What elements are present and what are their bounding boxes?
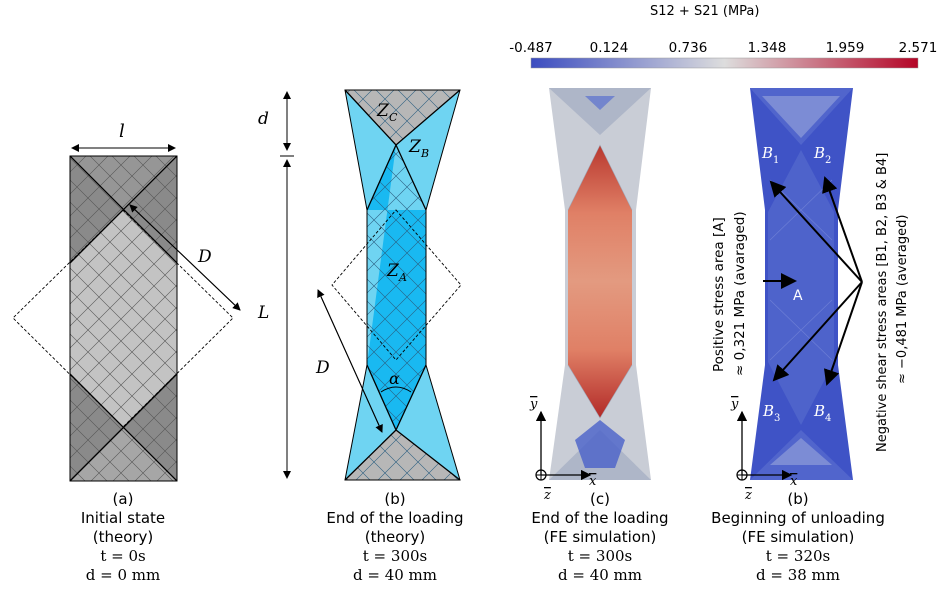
label-B4: B — [813, 402, 825, 420]
label-L: L — [257, 303, 269, 323]
label-B3-sub: 3 — [774, 413, 780, 424]
label-B4-sub: 4 — [825, 413, 831, 424]
axis-x-c: x — [589, 474, 597, 489]
caption-time: t = 0s — [100, 547, 146, 565]
label-ZC-sub: C — [389, 111, 398, 124]
axis-z-d: z — [744, 488, 752, 503]
label-ZA: Z — [386, 261, 400, 281]
annotation-arrows — [763, 176, 863, 386]
label-D-a: D — [197, 247, 212, 267]
colorbar-tick: -0.487 — [509, 40, 553, 56]
caption-displacement: d = 0 mm — [85, 566, 161, 584]
colorbar-tick: 1.348 — [747, 40, 787, 56]
caption-time: t = 320s — [765, 547, 831, 565]
label-l: l — [119, 121, 125, 142]
caption-line: Initial state — [80, 509, 166, 527]
panel-b-diagram — [280, 89, 462, 481]
axes-triad-d — [736, 410, 793, 481]
caption-letter: (a) — [112, 490, 134, 508]
label-B2-sub: 2 — [825, 155, 831, 166]
caption-b: (b) End of the loading (theory) t = 300s… — [315, 490, 475, 585]
caption-time: t = 300s — [567, 547, 633, 565]
caption-line: Beginning of unloading — [711, 509, 885, 527]
caption-time: t = 300s — [362, 547, 428, 565]
caption-letter: (b) — [384, 490, 406, 508]
positive-annotation-line1: Positive stress area [A] — [711, 217, 727, 372]
caption-letter: (c) — [590, 490, 610, 508]
label-d: d — [258, 109, 269, 129]
colorbar-tick: 2.571 — [898, 40, 938, 56]
caption-line: (FE simulation) — [543, 528, 657, 546]
caption-letter: (b) — [787, 490, 809, 508]
label-alpha: α — [389, 369, 400, 388]
panel-a-diagram — [12, 144, 241, 482]
caption-displacement: d = 40 mm — [352, 566, 437, 584]
label-B1-sub: 1 — [773, 155, 779, 166]
positive-annotation-line2: ≈ 0,321 MPa (avaraged) — [732, 211, 748, 376]
label-A: A — [793, 288, 803, 304]
label-D-b: D — [315, 358, 330, 378]
axes-triad-c — [535, 410, 592, 481]
colorbar — [530, 57, 919, 69]
caption-displacement: d = 40 mm — [557, 566, 642, 584]
negative-annotation-line1: Negative shear stress areas [B1, B2, B3 … — [875, 153, 890, 452]
colorbar-tick: 0.124 — [589, 40, 629, 56]
caption-line: End of the loading — [326, 509, 464, 527]
label-ZB: Z — [408, 137, 422, 157]
caption-d: (b) Beginning of unloading (FE simulatio… — [703, 490, 893, 585]
label-ZC: Z — [376, 101, 390, 121]
caption-line: (theory) — [364, 528, 426, 546]
panel-c-simulation — [549, 88, 651, 480]
colorbar-tick: 1.959 — [825, 40, 865, 56]
axis-z-c: z — [543, 488, 551, 503]
colorbar-title: S12 + S21 (MPa) — [650, 4, 760, 19]
axis-x-d: x — [790, 474, 798, 489]
negative-annotation-line2: ≈ −0,481 MPa (averaged) — [895, 215, 910, 384]
caption-c: (c) End of the loading (FE simulation) t… — [520, 490, 680, 585]
caption-line: End of the loading — [531, 509, 669, 527]
label-ZA-sub: A — [398, 271, 407, 284]
caption-line: (FE simulation) — [741, 528, 855, 546]
caption-displacement: d = 38 mm — [755, 566, 840, 584]
colorbar-tick: 0.736 — [668, 40, 708, 56]
label-B2: B — [813, 144, 825, 162]
label-B3: B — [762, 402, 774, 420]
caption-line: (theory) — [92, 528, 154, 546]
axis-y-c: y — [529, 397, 538, 412]
axis-y-d: y — [730, 397, 739, 412]
caption-a: (a) Initial state (theory) t = 0s d = 0 … — [53, 490, 193, 585]
label-ZB-sub: B — [420, 147, 429, 160]
label-B1: B — [761, 144, 773, 162]
